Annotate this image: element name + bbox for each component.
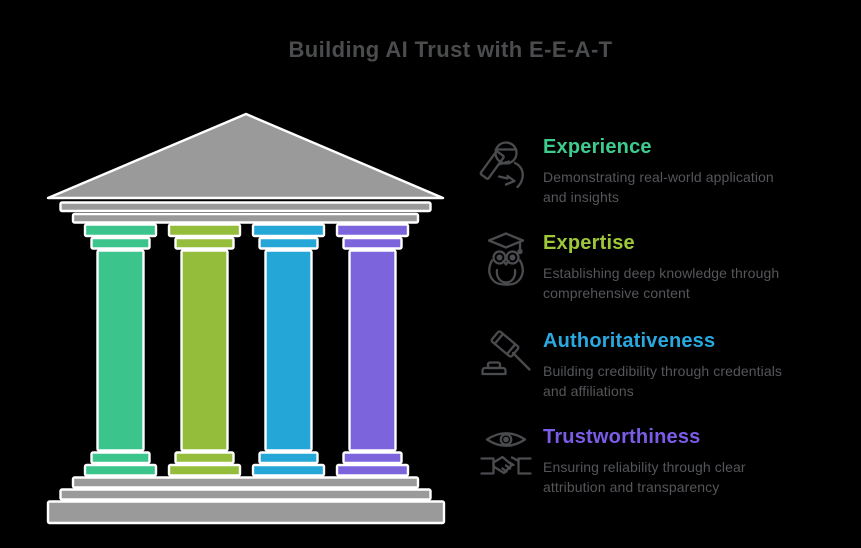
step-3	[46, 500, 446, 525]
step-2	[59, 488, 432, 501]
description-line: attribution and transparency	[543, 478, 720, 495]
column-shaft	[180, 249, 229, 452]
pillar-experience	[83, 223, 158, 477]
column-shaft	[348, 249, 397, 452]
description-line: Establishing deep knowledge through	[543, 265, 780, 281]
item-heading-expertise: Expertise	[543, 232, 635, 254]
list-item-experience: Experience Demonstrating real-world appl…	[478, 134, 853, 207]
item-description: Establishing deep knowledge through comp…	[543, 264, 853, 303]
column-shaft	[96, 249, 145, 452]
item-description: Ensuring reliability through clear attri…	[543, 458, 853, 497]
description-line: Demonstrating real-world application	[543, 169, 774, 185]
capital-top	[251, 223, 326, 238]
capital-lower	[174, 236, 235, 250]
description-line: comprehensive content	[543, 284, 690, 301]
pillar-authoritativeness	[251, 223, 326, 477]
eye-handshake-icon	[478, 424, 534, 482]
gavel-icon	[478, 328, 534, 386]
entablature-bar-1	[59, 201, 432, 213]
description-line: and insights	[543, 188, 619, 205]
item-heading-experience: Experience	[543, 136, 652, 158]
item-text: Expertise Establishing deep knowledge th…	[543, 230, 853, 303]
column-shaft	[264, 249, 313, 452]
capital-lower	[90, 236, 151, 250]
description-line: Ensuring reliability through clear	[543, 459, 746, 475]
entablature-bar-2	[71, 212, 420, 224]
engineer-icon	[478, 134, 534, 192]
page-title: Building AI Trust with E-E-A-T	[288, 37, 613, 62]
item-description: Demonstrating real-world application and…	[543, 168, 853, 207]
temple-steps	[46, 476, 446, 525]
pediment	[46, 112, 445, 200]
owl-graduate-icon	[478, 230, 534, 288]
description-line: Building credibility through credentials	[543, 363, 783, 379]
pillar-expertise	[167, 223, 242, 477]
list-item-expertise: Expertise Establishing deep knowledge th…	[478, 230, 853, 303]
base-lower	[83, 463, 158, 477]
capital-top	[335, 223, 410, 238]
list-item-trustworthiness: Trustworthiness Ensuring reliability thr…	[478, 424, 853, 497]
item-heading-trustworthiness: Trustworthiness	[543, 426, 701, 448]
base-lower	[167, 463, 242, 477]
list-item-authoritativeness: Authoritativeness Building credibility t…	[478, 328, 853, 401]
item-heading-authoritativeness: Authoritativeness	[543, 330, 716, 352]
item-text: Experience Demonstrating real-world appl…	[543, 134, 853, 207]
capital-top	[83, 223, 158, 238]
temple-roof	[46, 112, 445, 224]
capital-top	[167, 223, 242, 238]
base-upper	[174, 451, 235, 465]
base-lower	[251, 463, 326, 477]
capital-lower	[258, 236, 319, 250]
item-text: Authoritativeness Building credibility t…	[543, 328, 853, 401]
base-lower	[335, 463, 410, 477]
base-upper	[90, 451, 151, 465]
item-description: Building credibility through credentials…	[543, 362, 853, 401]
base-upper	[342, 451, 403, 465]
item-text: Trustworthiness Ensuring reliability thr…	[543, 424, 853, 497]
description-line: and affiliations	[543, 382, 634, 399]
capital-lower	[342, 236, 403, 250]
base-upper	[258, 451, 319, 465]
pillar-trustworthiness	[335, 223, 410, 477]
step-1	[71, 476, 420, 489]
